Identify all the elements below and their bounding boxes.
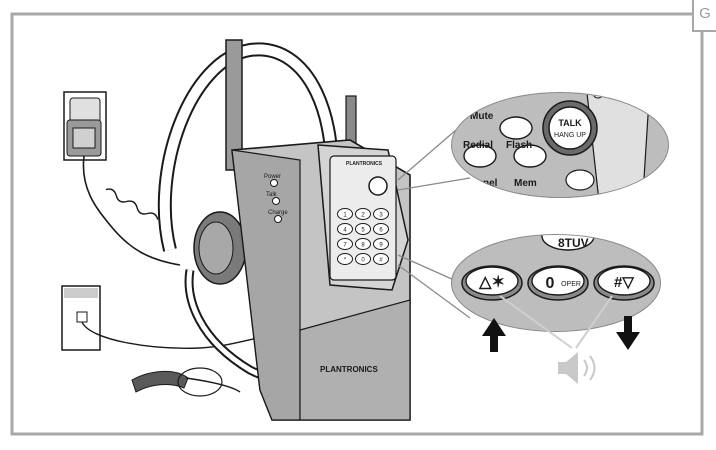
- base-brand-label: PLANTRONICS: [320, 365, 378, 374]
- partial-key-label: 8TUV: [558, 236, 589, 250]
- oper-label: OPER: [561, 281, 581, 288]
- hang-up-label: HANG UP: [554, 132, 586, 139]
- handset-talk-button: [369, 177, 387, 195]
- mem-label: Mem: [514, 178, 537, 189]
- redial-label: Redial: [463, 140, 493, 151]
- handset-brand-label: PLANTRONICS: [346, 161, 383, 167]
- star-key-label: △✶: [478, 274, 505, 291]
- corner-tab: G: [692, 0, 716, 32]
- handset-antenna: [346, 96, 356, 144]
- flash-label: Flash: [506, 140, 532, 151]
- indicator-charge-label: Charge: [268, 210, 288, 216]
- zero-key-label: 0: [546, 275, 555, 292]
- pound-key-label: #▽: [614, 274, 634, 291]
- indicator-power-label: Power: [264, 174, 281, 180]
- indicator-talk-label: Talk: [266, 192, 278, 198]
- talk-label: TALK: [558, 118, 582, 128]
